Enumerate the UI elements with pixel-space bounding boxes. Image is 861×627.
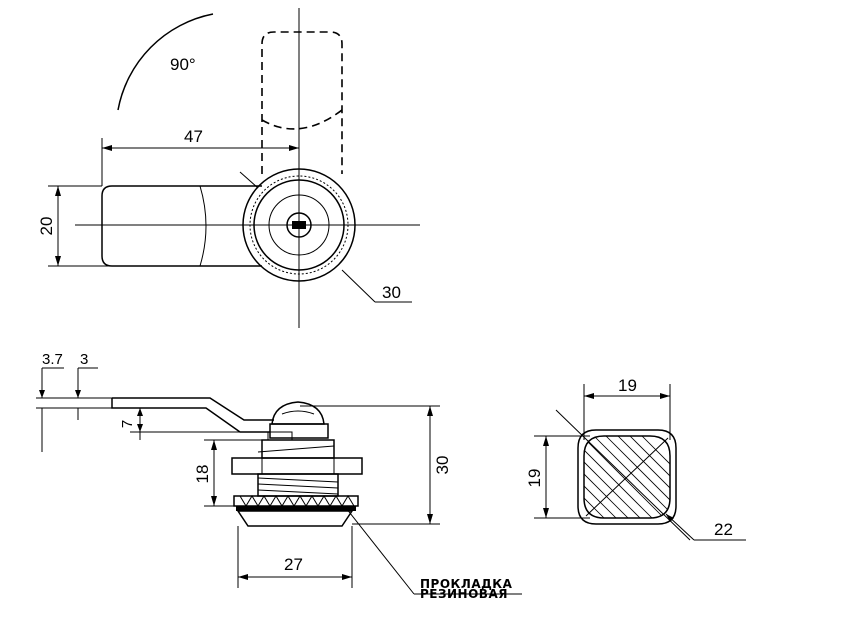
side-washer-teeth bbox=[239, 495, 355, 507]
dim-7-arrow-top bbox=[137, 408, 143, 416]
key-slot bbox=[292, 221, 306, 229]
section-diagonal-2 bbox=[585, 437, 669, 517]
dim-47-label: 47 bbox=[184, 127, 203, 146]
dim-30-label: 30 bbox=[382, 283, 401, 302]
dim-7-label: 7 bbox=[119, 420, 136, 428]
dim-30h-arrow-top bbox=[427, 406, 433, 416]
dim-30h-label: 30 bbox=[433, 456, 452, 475]
dim-18-label: 18 bbox=[193, 465, 212, 484]
dim-18-arrow-bottom bbox=[211, 496, 217, 506]
dim-47-arrow-left bbox=[102, 145, 112, 151]
rotated-lever-bend bbox=[261, 109, 343, 130]
rotated-lever-outline bbox=[261, 31, 343, 174]
side-view: 3.7 3 7 18 30 27 bbox=[36, 351, 522, 601]
side-dome-nut bbox=[271, 401, 325, 425]
section-diagonal-1 bbox=[555, 409, 691, 541]
side-dome-highlight bbox=[281, 410, 315, 415]
dim-19w-arrow-left bbox=[584, 393, 594, 399]
lever-outline bbox=[101, 185, 262, 267]
gasket-note-line1: ПРОКЛАДКА bbox=[420, 577, 513, 591]
dim-20-arrow-bottom bbox=[55, 256, 61, 266]
section-hatching bbox=[584, 436, 670, 518]
side-hex-nut bbox=[231, 457, 363, 475]
dim-19w-arrow-right bbox=[660, 393, 670, 399]
side-lever-plate bbox=[111, 397, 274, 433]
side-bezel bbox=[236, 510, 354, 527]
top-view: 90° 47 20 30 bbox=[37, 8, 420, 328]
dim-19h-arrow-bottom bbox=[543, 508, 549, 518]
side-cam-block bbox=[269, 423, 329, 439]
dim-27-arrow-left bbox=[238, 574, 248, 580]
gasket-leader bbox=[345, 507, 415, 595]
lever-bend-line bbox=[199, 185, 207, 267]
dim-19h-arrow-top bbox=[543, 436, 549, 446]
key-hole-circle bbox=[286, 212, 312, 238]
dim-30h-arrow-bottom bbox=[427, 514, 433, 524]
dim-30-leader-top bbox=[239, 171, 259, 189]
dim-19w-label: 19 bbox=[618, 376, 637, 395]
dim-7-arrow-bottom bbox=[137, 424, 143, 432]
dim-3-label: 3 bbox=[80, 351, 88, 368]
dim-30-leader bbox=[341, 269, 376, 303]
section-outer-outline bbox=[577, 429, 677, 525]
section-view: 19 19 22 bbox=[525, 376, 746, 541]
dim-20-label: 20 bbox=[37, 217, 56, 236]
angle-label: 90° bbox=[170, 55, 196, 74]
dim-3-7-label: 3.7 bbox=[42, 351, 63, 368]
lock-bezel-circle bbox=[253, 179, 345, 271]
dim-19h-label: 19 bbox=[525, 469, 544, 488]
lock-outer-circle bbox=[242, 168, 356, 282]
side-cam-tab bbox=[267, 431, 293, 441]
gasket-note-line2: РЕЗИНОВАЯ bbox=[420, 587, 508, 601]
dim-22-arrow bbox=[666, 514, 674, 522]
rotation-arc bbox=[117, 13, 214, 111]
side-washer bbox=[233, 495, 359, 507]
dim-27-arrow-right bbox=[342, 574, 352, 580]
dim-27-label: 27 bbox=[284, 555, 303, 574]
side-thread-lines bbox=[257, 445, 339, 495]
dim-18-arrow-top bbox=[211, 440, 217, 450]
lock-inner-circle bbox=[268, 194, 330, 256]
section-inner-outline bbox=[583, 435, 671, 519]
lock-knurl-ring bbox=[249, 175, 349, 275]
dim-47-arrow-right bbox=[289, 145, 299, 151]
dim-3-arrow bbox=[75, 390, 81, 398]
dim-3-7-arrow bbox=[39, 390, 45, 398]
dim-20-arrow-top bbox=[55, 186, 61, 196]
dim-22-label: 22 bbox=[714, 520, 733, 539]
side-rubber-gasket bbox=[236, 506, 356, 511]
